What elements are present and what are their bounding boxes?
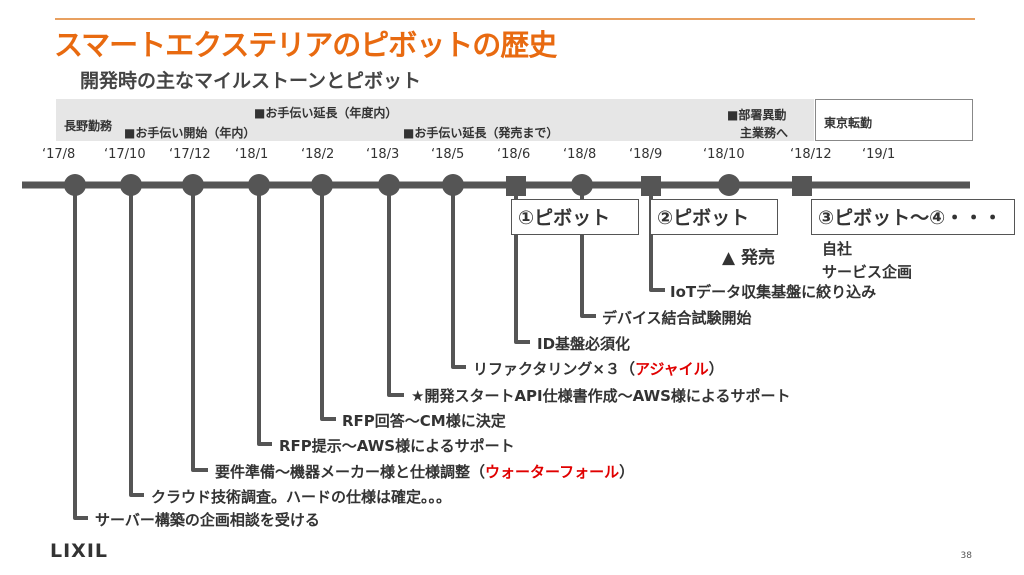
- milestone-dot: [248, 174, 270, 196]
- page-number: 38: [960, 551, 972, 561]
- event-dev-start: ★開発スタートAPI仕様書作成～AWS様によるサポート: [411, 387, 791, 405]
- launch-marker: ▲ 発売: [722, 248, 775, 268]
- event-server-plan: サーバー構築の企画相談を受ける: [95, 511, 320, 529]
- milestone-dot: [120, 174, 142, 196]
- date-label: ‘17/10: [104, 147, 146, 162]
- date-label: ‘19/1: [862, 147, 896, 162]
- event-requirements: 要件準備～機器メーカー様と仕様調整（ウォーターフォール）: [215, 461, 634, 482]
- date-label: ‘18/9: [629, 147, 663, 162]
- event-refactoring-text: リファクタリング×３（: [473, 360, 635, 378]
- milestone-dot: [718, 174, 740, 196]
- milestone-dot: [64, 174, 86, 196]
- date-label: ‘18/3: [366, 147, 400, 162]
- top-rule: [55, 18, 975, 20]
- milestone-dot: [442, 174, 464, 196]
- connector: [191, 185, 208, 472]
- milestone-dot: [311, 174, 333, 196]
- pivot-2-box: ②ピボット: [650, 199, 778, 235]
- page-title: スマートエクステリアのピボットの歴史: [54, 28, 557, 62]
- event-refactoring-close: ）: [708, 360, 724, 378]
- pivot-marker: [506, 176, 526, 196]
- event-waterfall: ウォーターフォール: [485, 463, 620, 481]
- pivot-1-box: ①ピボット: [511, 199, 639, 235]
- inhouse-label-line2: サービス企画: [822, 263, 913, 281]
- connector: [73, 185, 88, 520]
- inhouse-label: 自社: [822, 240, 853, 258]
- milestone-dot: [182, 174, 204, 196]
- date-label: ‘18/6: [497, 147, 531, 162]
- band-tokyo: 東京転勤: [815, 99, 973, 141]
- connector: [320, 185, 336, 421]
- connector: [257, 185, 272, 446]
- date-label: ‘18/8: [563, 147, 597, 162]
- status-band: [56, 99, 814, 141]
- date-label: ‘18/1: [235, 147, 269, 162]
- band-transfer-line2: 主業務へ: [740, 126, 789, 140]
- event-requirements-close: ）: [619, 463, 635, 481]
- event-requirements-text: 要件準備～機器メーカー様と仕様調整（: [215, 463, 486, 481]
- event-id-required: ID基盤必須化: [537, 335, 631, 353]
- pivot-marker: [641, 176, 661, 196]
- date-label: ‘18/10: [703, 147, 745, 162]
- lixil-logo: LIXIL: [50, 540, 109, 562]
- band-help-ext2: ■お手伝い延長（発売まで）: [403, 126, 559, 140]
- connector: [514, 185, 530, 344]
- date-label: ‘17/8: [42, 147, 76, 162]
- milestone-dot: [378, 174, 400, 196]
- pivot-3-box: ③ピボット～④・・・: [811, 199, 1015, 235]
- milestone-dot: [571, 174, 593, 196]
- band-transfer: ■部署異動: [727, 108, 787, 122]
- event-agile: アジャイル: [634, 360, 709, 378]
- connector: [387, 185, 404, 397]
- event-iot: IoTデータ収集基盤に絞り込み: [670, 283, 877, 301]
- band-help-start: ■お手伝い開始（年内）: [124, 126, 256, 140]
- event-refactoring: リファクタリング×３（アジャイル）: [473, 358, 724, 379]
- pivot-marker: [792, 176, 812, 196]
- event-cloud-research: クラウド技術調査。ハードの仕様は確定。。。: [151, 488, 452, 506]
- event-rfp-present: RFP提示～AWS様によるサポート: [279, 437, 515, 455]
- band-nagano: 長野勤務: [64, 119, 113, 133]
- event-device-test: デバイス結合試験開始: [602, 309, 752, 327]
- band-help-ext1: ■お手伝い延長（年度内）: [254, 106, 398, 120]
- page-subtitle: 開発時の主なマイルストーンとピボット: [80, 70, 422, 92]
- event-rfp-answer: RFP回答～CM様に決定: [342, 412, 506, 430]
- date-label: ‘18/2: [301, 147, 335, 162]
- connector: [129, 185, 144, 497]
- date-label: ‘17/12: [169, 147, 211, 162]
- date-label: ‘18/12: [790, 147, 832, 162]
- connector: [451, 185, 466, 369]
- date-label: ‘18/5: [431, 147, 465, 162]
